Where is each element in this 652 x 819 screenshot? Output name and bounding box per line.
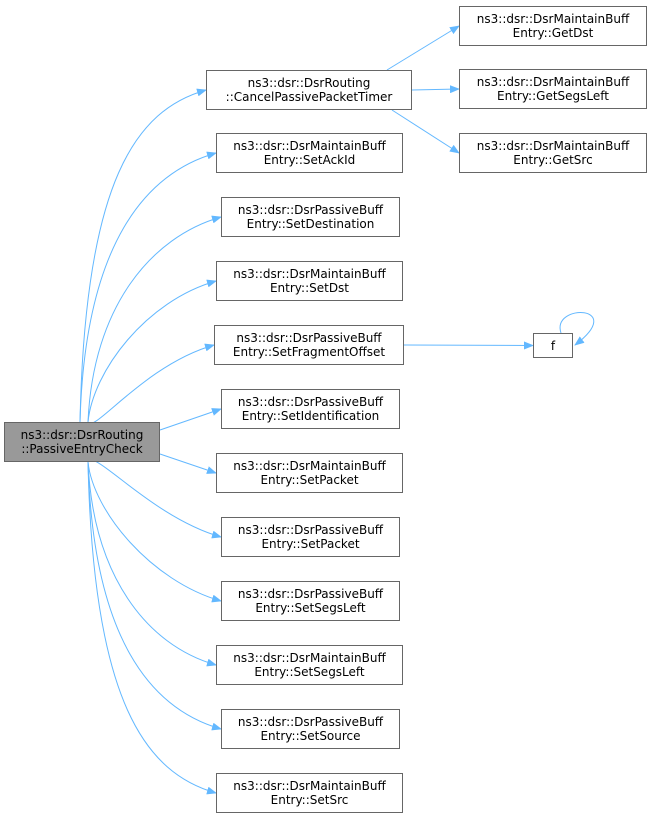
node-set-packet-maintain[interactable]: ns3::dsr::DsrMaintainBuff Entry::SetPack… — [216, 453, 403, 493]
node-set-fragment-offset[interactable]: ns3::dsr::DsrPassiveBuff Entry::SetFragm… — [214, 325, 404, 365]
node-cancel-timer-line1: ns3::dsr::DsrRouting — [247, 76, 371, 90]
node-set-src-line2: Entry::SetSrc — [270, 793, 349, 807]
node-set-dst-line1: ns3::dsr::DsrMaintainBuff — [233, 267, 386, 281]
node-set-source-line1: ns3::dsr::DsrPassiveBuff — [237, 715, 384, 729]
node-set-source[interactable]: ns3::dsr::DsrPassiveBuff Entry::SetSourc… — [221, 709, 400, 749]
node-get-segs-left[interactable]: ns3::dsr::DsrMaintainBuff Entry::GetSegs… — [459, 69, 647, 109]
node-set-fragment-offset-line1: ns3::dsr::DsrPassiveBuff — [236, 331, 382, 345]
edge-root-to-set-source — [87, 461, 222, 731]
node-f[interactable]: f — [533, 333, 573, 358]
node-set-packet-passive[interactable]: ns3::dsr::DsrPassiveBuff Entry::SetPacke… — [221, 517, 400, 557]
node-set-src-line1: ns3::dsr::DsrMaintainBuff — [233, 779, 386, 793]
node-cancel-timer[interactable]: ns3::dsr::DsrRouting ::CancelPassivePack… — [206, 70, 412, 110]
node-set-destination-line1: ns3::dsr::DsrPassiveBuff — [237, 203, 384, 217]
node-set-identification-line1: ns3::dsr::DsrPassiveBuff — [237, 395, 384, 409]
node-root-line1: ns3::dsr::DsrRouting — [20, 428, 144, 442]
node-set-packet-maintain-line1: ns3::dsr::DsrMaintainBuff — [233, 459, 386, 473]
node-get-dst-line1: ns3::dsr::DsrMaintainBuff — [476, 12, 630, 26]
edge-root-to-set-identification — [159, 408, 222, 431]
node-set-packet-passive-line2: Entry::SetPacket — [261, 537, 360, 551]
edge-root-to-set-segs-left-maintain — [87, 461, 217, 667]
edge-f-to-f — [559, 312, 595, 346]
edge-root-to-set-segs-left-passive — [87, 461, 222, 603]
node-set-packet-maintain-line2: Entry::SetPacket — [260, 473, 359, 487]
node-set-segs-left-passive-line2: Entry::SetSegsLeft — [255, 601, 366, 615]
node-get-dst-line2: Entry::GetDst — [512, 26, 594, 40]
node-set-segs-left-passive[interactable]: ns3::dsr::DsrPassiveBuff Entry::SetSegsL… — [221, 581, 400, 621]
node-set-packet-passive-line1: ns3::dsr::DsrPassiveBuff — [237, 523, 384, 537]
node-set-segs-left-passive-line1: ns3::dsr::DsrPassiveBuff — [237, 587, 384, 601]
edge-root-to-set-ack-id — [79, 151, 217, 423]
node-set-source-line2: Entry::SetSource — [260, 729, 361, 743]
node-set-destination[interactable]: ns3::dsr::DsrPassiveBuff Entry::SetDesti… — [221, 197, 400, 237]
node-set-identification[interactable]: ns3::dsr::DsrPassiveBuff Entry::SetIdent… — [221, 389, 400, 429]
node-set-destination-line2: Entry::SetDestination — [246, 217, 375, 231]
node-set-segs-left-maintain[interactable]: ns3::dsr::DsrMaintainBuff Entry::SetSegs… — [216, 645, 403, 685]
node-set-segs-left-maintain-line1: ns3::dsr::DsrMaintainBuff — [233, 651, 386, 665]
edge-root-to-set-packet-maintain — [159, 453, 217, 474]
edge-root-to-set-packet-passive — [87, 459, 222, 539]
node-set-ack-id-line2: Entry::SetAckId — [263, 153, 356, 167]
node-set-identification-line2: Entry::SetIdentification — [241, 409, 380, 423]
node-get-src-line1: ns3::dsr::DsrMaintainBuff — [476, 139, 630, 153]
node-set-ack-id[interactable]: ns3::dsr::DsrMaintainBuff Entry::SetAckI… — [216, 133, 403, 173]
edge-root-to-cancel-timer — [79, 88, 207, 423]
edge-cancel-timer-to-get-dst — [386, 25, 460, 71]
node-set-ack-id-line1: ns3::dsr::DsrMaintainBuff — [233, 139, 386, 153]
node-root-line2: ::PassiveEntryCheck — [21, 442, 143, 456]
node-set-dst[interactable]: ns3::dsr::DsrMaintainBuff Entry::SetDst — [216, 261, 403, 301]
node-get-segs-left-line2: Entry::GetSegsLeft — [497, 89, 609, 103]
node-get-src-line2: Entry::GetSrc — [513, 153, 593, 167]
node-set-src[interactable]: ns3::dsr::DsrMaintainBuff Entry::SetSrc — [216, 773, 403, 813]
edge-root-to-set-destination — [87, 215, 222, 423]
edge-cancel-timer-to-get-src — [391, 109, 460, 154]
node-set-fragment-offset-line2: Entry::SetFragmentOffset — [232, 345, 386, 359]
node-f-label: f — [550, 338, 556, 353]
edge-root-to-set-fragment-offset — [87, 343, 215, 425]
edge-cancel-timer-to-get-segs-left — [411, 85, 460, 94]
edge-root-to-set-src — [87, 461, 217, 795]
node-set-dst-line2: Entry::SetDst — [269, 281, 350, 295]
node-set-segs-left-maintain-line2: Entry::SetSegsLeft — [254, 665, 365, 679]
node-cancel-timer-line2: ::CancelPassivePacketTimer — [225, 90, 393, 104]
node-get-src[interactable]: ns3::dsr::DsrMaintainBuff Entry::GetSrc — [459, 133, 647, 173]
edge-set-fragment-offset-to-f — [403, 341, 534, 350]
node-get-dst[interactable]: ns3::dsr::DsrMaintainBuff Entry::GetDst — [459, 6, 647, 46]
node-root[interactable]: ns3::dsr::DsrRouting ::PassiveEntryCheck — [4, 422, 160, 462]
edge-root-to-set-dst — [87, 279, 217, 423]
node-get-segs-left-line1: ns3::dsr::DsrMaintainBuff — [476, 75, 630, 89]
